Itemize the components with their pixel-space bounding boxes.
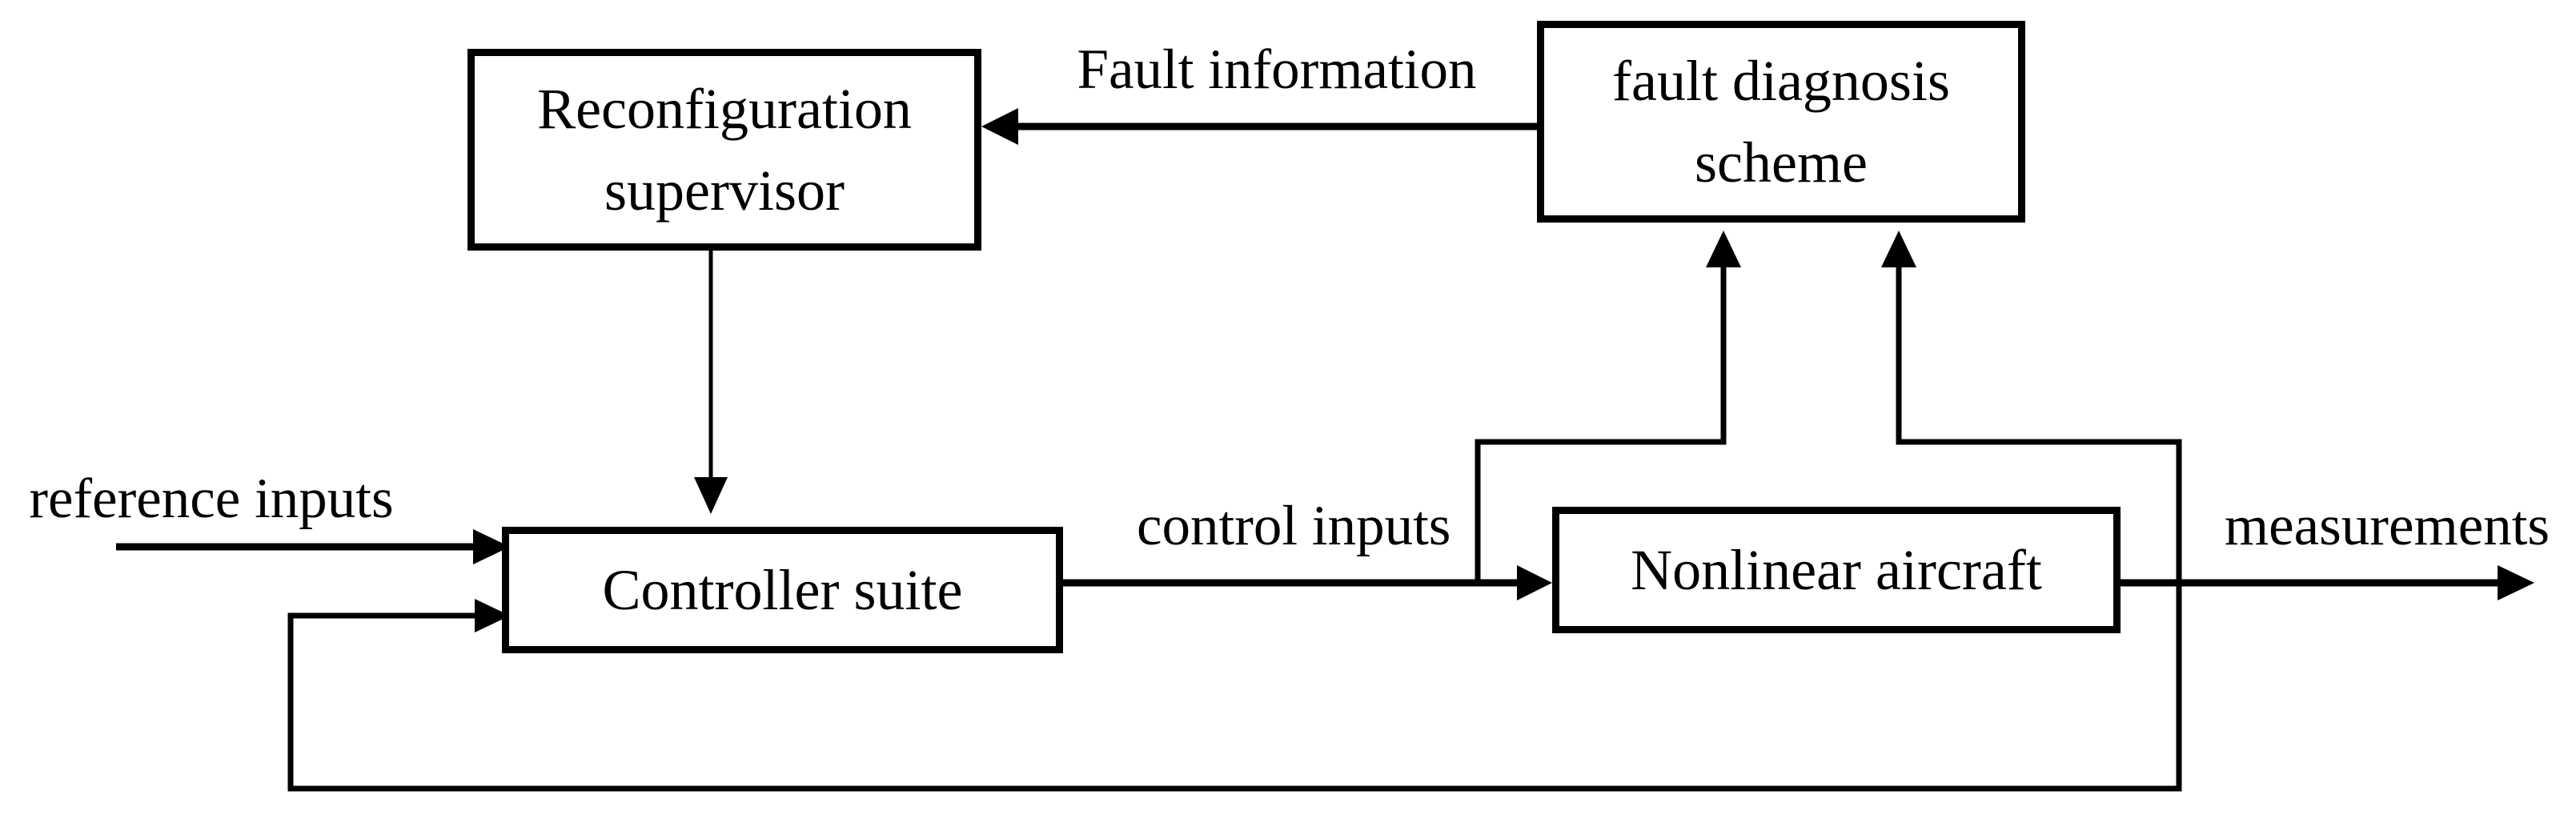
fault-information-label: Fault information [1077, 38, 1477, 101]
measurements-arrow [2120, 565, 2534, 600]
feedback-loop-arrow [287, 583, 2182, 792]
arrowhead-up-icon [1881, 231, 1916, 267]
fault-diagnosis-scheme-label: fault diagnosis scheme [1612, 48, 1950, 195]
control-inputs-label: control inputs [1137, 495, 1451, 557]
controller-suite-label: Controller suite [602, 557, 963, 622]
control-tap-arrow [1475, 231, 1741, 583]
reconfiguration-supervisor-label: Reconfiguration supervisor [537, 76, 912, 223]
arrowhead-right-icon [475, 599, 510, 632]
fault-information-arrow [981, 108, 1537, 145]
arrowhead-right-icon [473, 529, 510, 564]
reconfiguration-supervisor-box: Reconfiguration supervisor [467, 49, 981, 251]
reference-inputs-arrow [116, 529, 510, 564]
arrowhead-right-icon [1517, 565, 1552, 600]
supervisor-to-controller-arrow [694, 250, 728, 514]
nonlinear-aircraft-box: Nonlinear aircraft [1552, 507, 2121, 633]
arrowhead-down-icon [694, 477, 728, 514]
control-tap-path [1475, 266, 1727, 583]
fault-diagnosis-scheme-box: fault diagnosis scheme [1537, 21, 2025, 223]
arrowhead-right-icon [2498, 565, 2534, 600]
controller-suite-box: Controller suite [502, 527, 1063, 653]
measurements-label: measurements [2224, 495, 2550, 557]
reference-inputs-label: reference inputs [29, 468, 394, 530]
control-inputs-arrow [1063, 565, 1552, 600]
measurements-tap-path [1896, 266, 2182, 583]
measurements-tap-arrow [1881, 231, 2182, 583]
nonlinear-aircraft-label: Nonlinear aircraft [1631, 537, 2042, 602]
arrowhead-left-icon [981, 108, 1018, 145]
feedback-loop-path [287, 583, 2182, 792]
arrowhead-up-icon [1706, 231, 1741, 267]
